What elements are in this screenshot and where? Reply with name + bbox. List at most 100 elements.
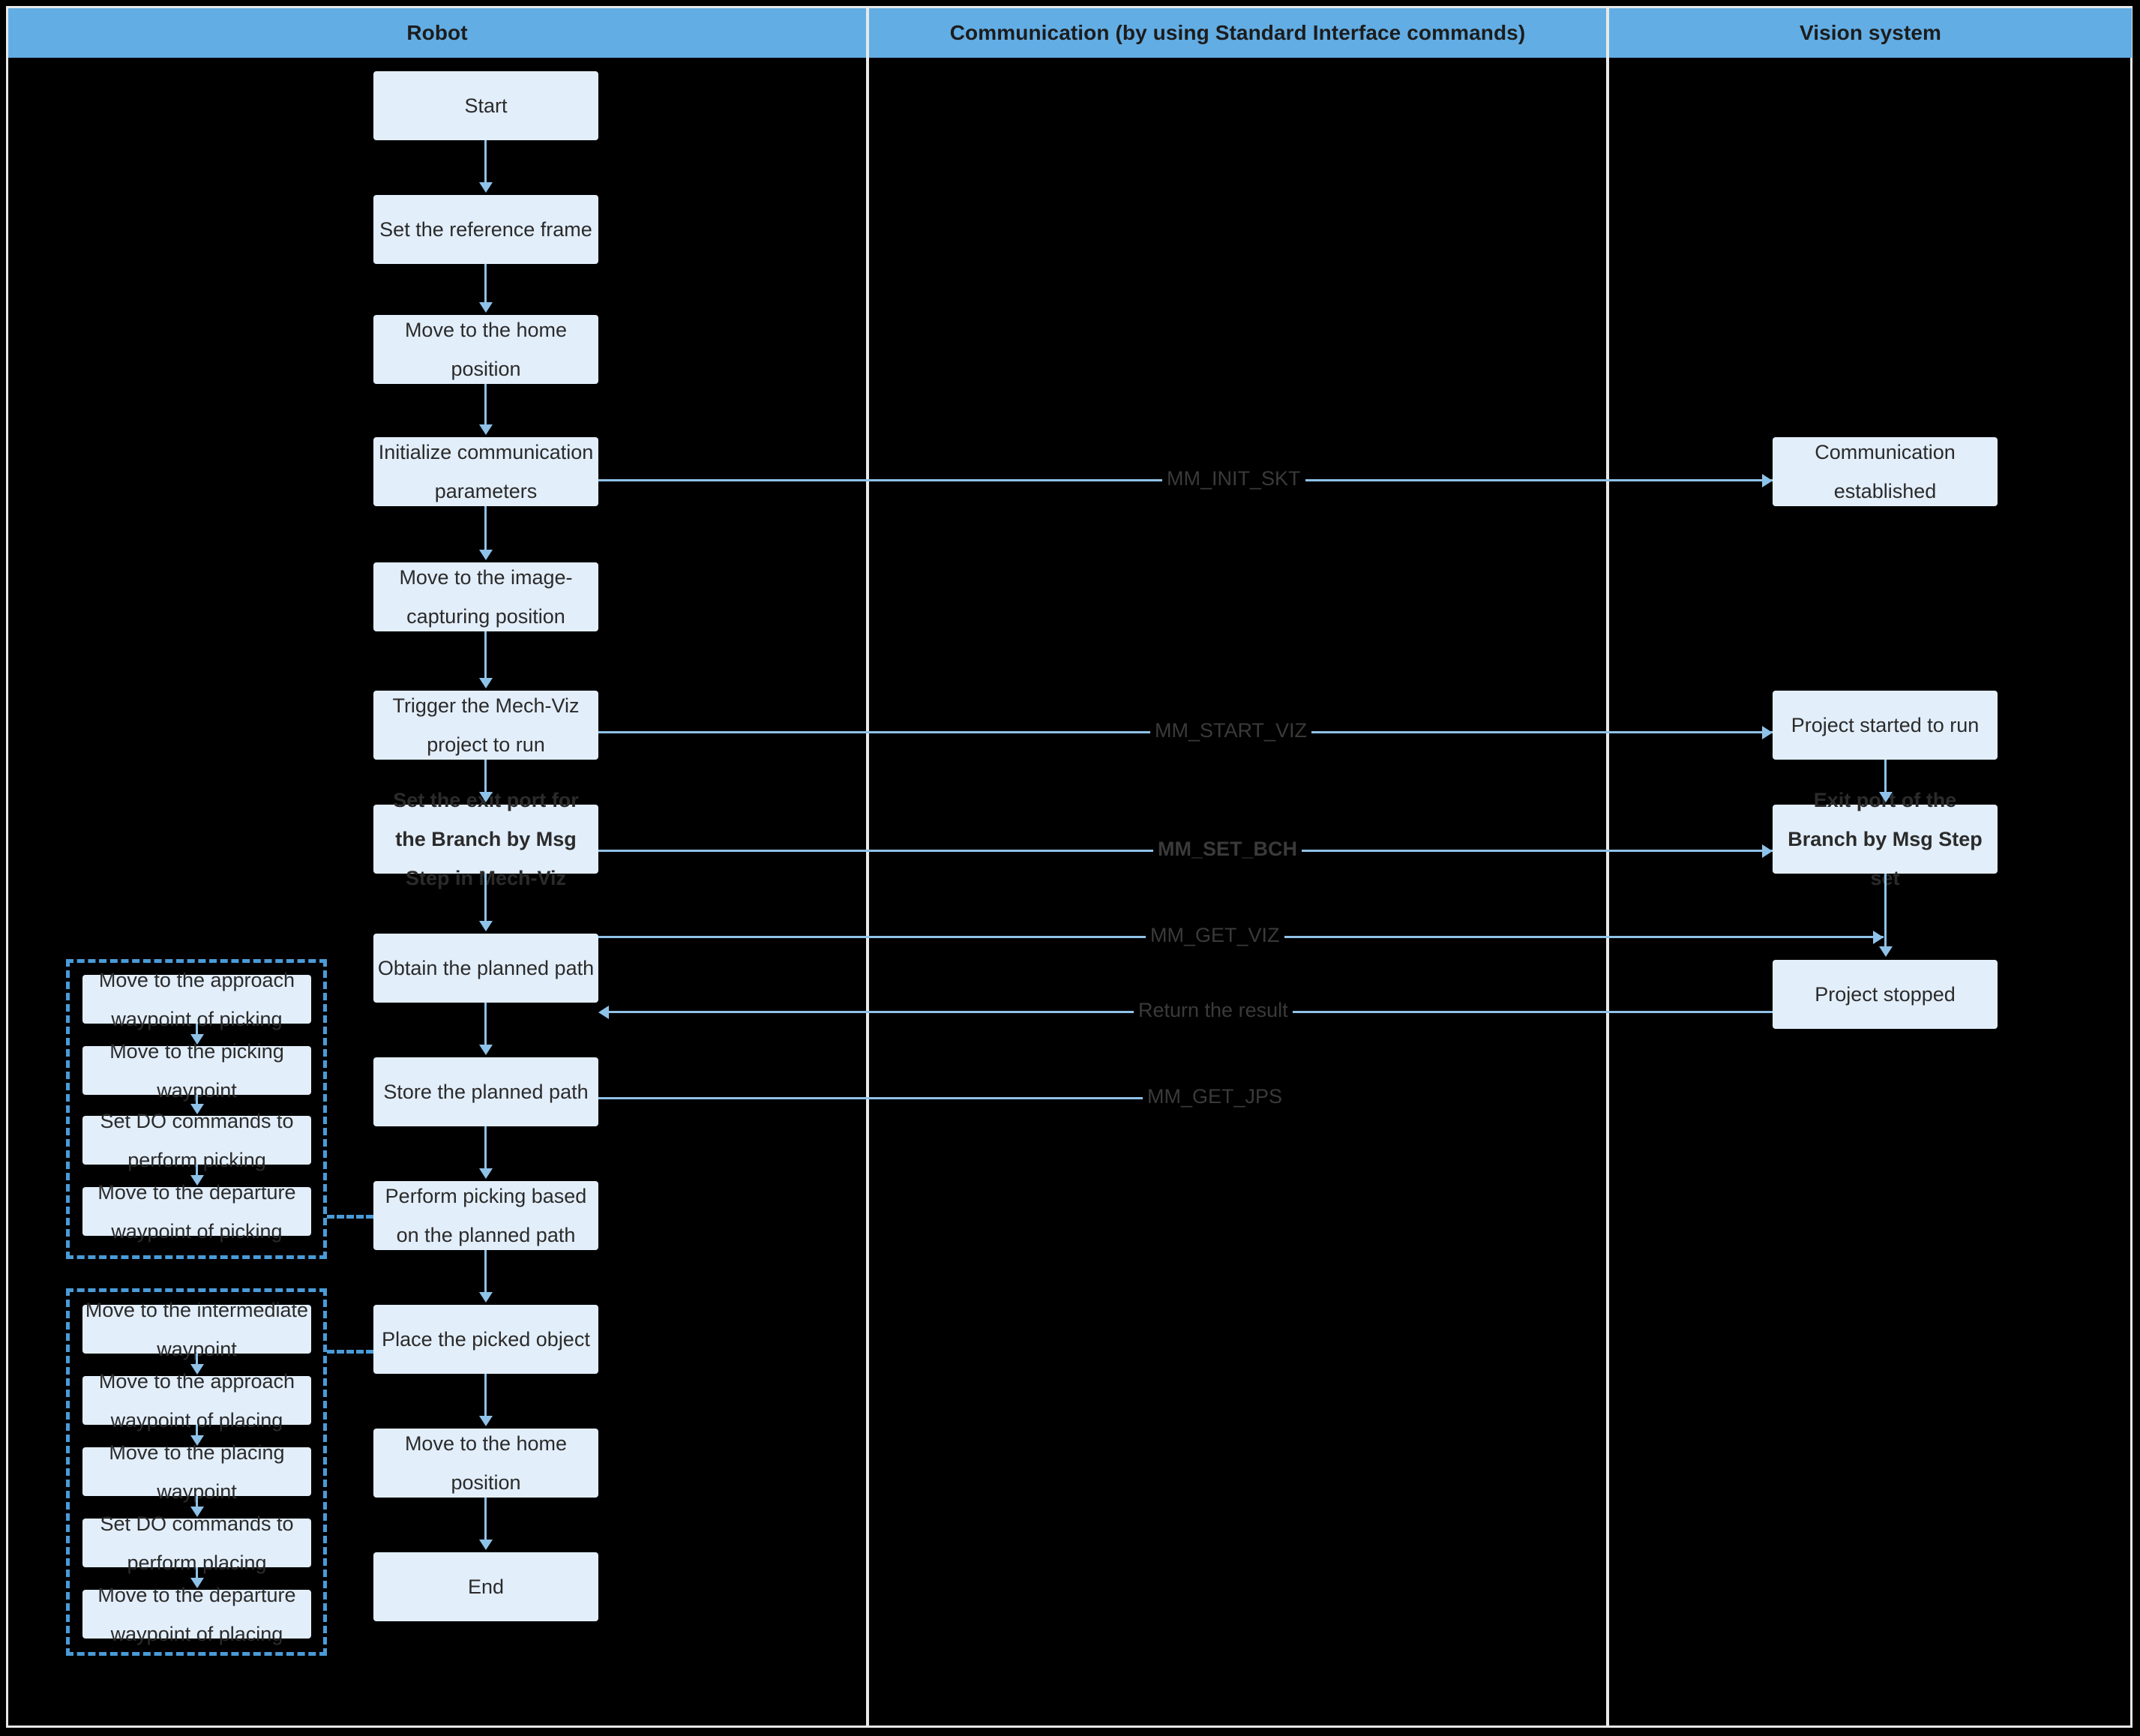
arrow-init-to-capture [479, 550, 493, 560]
node-start-label: Start [464, 94, 508, 117]
arrow-picking-sub-2 [190, 1104, 204, 1114]
arrow-placing-sub-4 [190, 1578, 204, 1588]
node-picking-waypoint[interactable]: Move to the picking waypoint [82, 1040, 311, 1102]
node-obtain-planned-path-label: Obtain the planned path [377, 957, 595, 979]
node-set-exit-port[interactable]: Set the exit port for the Branch by Msg … [373, 789, 598, 889]
node-perform-picking[interactable]: Perform picking based on the planned pat… [373, 1181, 598, 1250]
lane-header-robot: Robot [8, 8, 866, 58]
node-end[interactable]: End [373, 1552, 598, 1621]
node-departure-waypoint-picking[interactable]: Move to the departure waypoint of pickin… [82, 1181, 311, 1243]
node-end-label: End [467, 1576, 505, 1598]
node-departure-waypoint-placing[interactable]: Move to the departure waypoint of placin… [82, 1584, 311, 1645]
arrow-obtain-to-store [479, 1045, 493, 1055]
node-move-home-2[interactable]: Move to the home position [373, 1429, 598, 1498]
diagram-frame [6, 6, 2133, 1728]
connector-start-to-reference [484, 140, 487, 184]
node-init-comm-params[interactable]: Initialize communication parameters [373, 437, 598, 506]
node-trigger-mechviz[interactable]: Trigger the Mech-Viz project to run [373, 691, 598, 760]
arrow-home-to-init [479, 424, 493, 435]
node-place-object-label: Place the picked object [382, 1328, 590, 1351]
arrow-picking-sub-3 [190, 1175, 204, 1186]
node-approach-waypoint-placing[interactable]: Move to the approach waypoint of placing [82, 1370, 311, 1432]
connector-init-to-capture [484, 506, 487, 552]
arrow-started-to-exitport [1879, 792, 1893, 802]
node-trigger-mechviz-label: Trigger the Mech-Viz project to run [392, 694, 580, 756]
arrow-exitport-to-obtain [479, 921, 493, 931]
node-communication-established-label: Communication established [1815, 441, 1956, 502]
arrow-place-to-home2 [479, 1416, 493, 1426]
arrow-trigger-to-exitport [479, 792, 493, 802]
arrow-picking-to-place [479, 1292, 493, 1303]
node-project-started-label: Project started to run [1791, 714, 1980, 736]
connector-picking-sub-3 [196, 1165, 198, 1178]
message-label-mm-start-viz: MM_START_VIZ [1150, 719, 1312, 742]
connector-store-to-picking [484, 1126, 487, 1171]
message-arrow-return-result [598, 1006, 609, 1019]
node-place-object[interactable]: Place the picked object [373, 1305, 598, 1374]
node-placing-waypoint[interactable]: Move to the placing waypoint [82, 1441, 311, 1503]
connector-place-to-home2 [484, 1374, 487, 1418]
arrow-picking-sub-1 [190, 1034, 204, 1045]
arrow-store-to-picking [479, 1168, 493, 1179]
message-label-mm-get-jps: MM_GET_JPS [1143, 1085, 1287, 1108]
lane-header-communication-label: Communication (by using Standard Interfa… [949, 21, 1526, 44]
connector-picking-sub-2 [196, 1095, 198, 1107]
connector-placing-sub-4 [196, 1567, 198, 1581]
node-intermediate-waypoint[interactable]: Move to the intermediate waypoint [82, 1299, 311, 1360]
node-move-home-2-label: Move to the home position [404, 1432, 568, 1494]
node-perform-picking-label: Perform picking based on the planned pat… [385, 1185, 587, 1246]
node-do-commands-picking[interactable]: Set DO commands to perform picking [82, 1110, 311, 1171]
node-project-stopped[interactable]: Project stopped [1773, 960, 1998, 1029]
connector-placing-sub-1 [196, 1354, 198, 1367]
arrow-placing-sub-2 [190, 1435, 204, 1446]
connector-reference-to-home [484, 264, 487, 304]
message-arrow-mm-set-bch [1762, 844, 1773, 858]
connector-exitport-to-obtain [484, 874, 487, 923]
node-departure-waypoint-picking-label: Move to the departure waypoint of pickin… [97, 1180, 296, 1243]
message-label-return-result: Return the result [1134, 999, 1293, 1021]
node-move-image-capture-label: Move to the image-capturing position [399, 566, 573, 628]
node-move-home-1[interactable]: Move to the home position [373, 315, 598, 384]
arrow-start-to-reference [479, 182, 493, 193]
node-set-exit-port-label: Set the exit port for the Branch by Msg … [393, 789, 579, 889]
node-exit-port-set[interactable]: Exit port of the Branch by Msg Step set [1773, 789, 1998, 889]
lane-divider-robot-communication [866, 6, 869, 1728]
arrow-home2-to-end [479, 1540, 493, 1550]
connector-capture-to-trigger [484, 631, 487, 680]
lane-header-vision: Vision system [1609, 8, 2132, 58]
connector-trigger-to-exitport [484, 760, 487, 794]
node-obtain-planned-path[interactable]: Obtain the planned path [373, 934, 598, 1003]
node-project-stopped-label: Project stopped [1815, 983, 1956, 1006]
node-project-started[interactable]: Project started to run [1773, 691, 1998, 760]
arrow-placing-sub-1 [190, 1364, 204, 1375]
lane-header-vision-label: Vision system [1799, 21, 1942, 44]
node-move-image-capture[interactable]: Move to the image-capturing position [373, 562, 598, 631]
message-arrow-mm-init-skt [1762, 474, 1773, 487]
node-store-planned-path[interactable]: Store the planned path [373, 1057, 598, 1126]
node-move-home-1-label: Move to the home position [404, 319, 568, 380]
node-do-commands-placing[interactable]: Set DO commands to perform placing [82, 1513, 311, 1574]
arrow-capture-to-trigger [479, 678, 493, 688]
node-approach-waypoint-picking[interactable]: Move to the approach waypoint of picking [82, 969, 311, 1030]
callout-placing-group-horizontal [327, 1350, 373, 1354]
lane-header-communication: Communication (by using Standard Interfa… [869, 8, 1606, 58]
node-set-reference-frame[interactable]: Set the reference frame [373, 195, 598, 264]
node-init-comm-params-label: Initialize communication parameters [378, 441, 594, 502]
node-do-commands-placing-label: Set DO commands to perform placing [100, 1512, 294, 1574]
message-label-mm-set-bch: MM_SET_BCH [1153, 838, 1302, 860]
message-line-mm-get-jps [598, 1097, 1221, 1099]
node-communication-established[interactable]: Communication established [1773, 437, 1998, 506]
connector-picking-sub-1 [196, 1024, 198, 1037]
connector-home2-to-end [484, 1498, 487, 1542]
connector-home-to-init [484, 384, 487, 427]
node-set-reference-frame-label: Set the reference frame [379, 218, 592, 241]
lane-divider-communication-vision [1606, 6, 1609, 1728]
node-store-planned-path-label: Store the planned path [383, 1081, 589, 1103]
arrow-placing-sub-3 [190, 1507, 204, 1517]
connector-started-to-exitport [1884, 760, 1887, 794]
message-arrow-mm-get-viz [1873, 931, 1884, 944]
node-start[interactable]: Start [373, 71, 598, 140]
message-label-mm-get-viz: MM_GET_VIZ [1146, 924, 1284, 946]
placing-detail-group [66, 1288, 327, 1656]
